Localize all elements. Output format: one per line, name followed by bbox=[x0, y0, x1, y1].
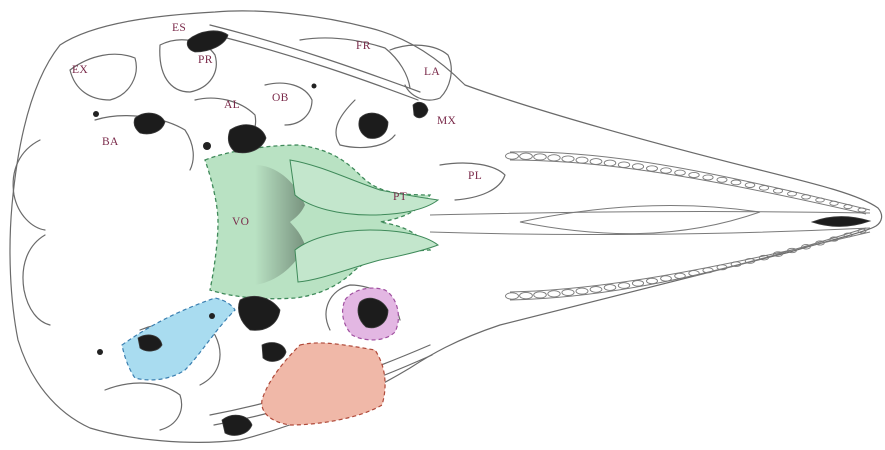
rostrum-tip-dark bbox=[812, 217, 870, 227]
foramen-lower-4 bbox=[222, 415, 252, 435]
tooth-socket bbox=[802, 195, 811, 199]
tooth-socket bbox=[604, 285, 616, 291]
tooth-socket bbox=[534, 292, 547, 298]
tooth-socket bbox=[759, 186, 768, 191]
tooth-socket bbox=[562, 156, 574, 162]
label-ex: EX bbox=[72, 64, 88, 76]
tooth-socket bbox=[618, 162, 629, 168]
label-ba: BA bbox=[102, 136, 119, 148]
tooth-socket bbox=[858, 208, 866, 212]
tooth-socket bbox=[689, 172, 699, 177]
tooth-socket bbox=[590, 287, 602, 293]
tooth-socket bbox=[548, 155, 560, 161]
lower-tooth-sockets bbox=[506, 229, 867, 299]
lower-tooth-row bbox=[510, 228, 870, 300]
foramen-ba bbox=[134, 113, 165, 134]
tooth-socket bbox=[604, 160, 616, 166]
orbitosphenoid-outline bbox=[265, 83, 312, 125]
label-es: ES bbox=[172, 22, 186, 34]
label-pr: PR bbox=[198, 54, 213, 66]
rostrum-midline-upper bbox=[430, 212, 870, 215]
label-la: LA bbox=[424, 66, 440, 78]
foramen-dot-1 bbox=[93, 111, 99, 117]
tooth-socket bbox=[562, 290, 574, 296]
label-fr: FR bbox=[356, 40, 371, 52]
frontal-region bbox=[300, 38, 410, 88]
tooth-socket bbox=[618, 283, 629, 289]
tooth-socket bbox=[830, 201, 838, 205]
foramen-lower-3 bbox=[262, 343, 286, 362]
tooth-socket bbox=[506, 153, 519, 159]
tooth-socket bbox=[534, 154, 547, 160]
foramen-lower-1 bbox=[238, 296, 280, 330]
label-pt: PT bbox=[393, 191, 407, 203]
tooth-socket bbox=[548, 291, 560, 297]
tooth-socket bbox=[844, 205, 852, 209]
tooth-socket bbox=[745, 183, 755, 188]
tooth-socket bbox=[632, 164, 643, 170]
foramen-es bbox=[187, 31, 228, 52]
condyle-upper bbox=[13, 140, 45, 230]
foramen-lacrimal bbox=[413, 102, 428, 117]
label-pl: PL bbox=[468, 170, 482, 182]
tooth-socket bbox=[576, 157, 588, 163]
tooth-socket bbox=[675, 273, 686, 278]
tooth-socket bbox=[675, 170, 686, 175]
tooth-socket bbox=[788, 192, 797, 196]
tooth-socket bbox=[661, 168, 672, 173]
foramen-orbit bbox=[359, 113, 388, 138]
tooth-socket bbox=[773, 189, 782, 194]
foramen-dot-5 bbox=[209, 313, 215, 319]
tooth-socket bbox=[717, 177, 727, 182]
tooth-socket bbox=[590, 159, 602, 165]
tooth-socket bbox=[661, 276, 672, 281]
tooth-socket bbox=[647, 278, 658, 283]
tooth-socket bbox=[520, 153, 533, 159]
foramen-dot-4 bbox=[97, 349, 103, 355]
label-vo: VO bbox=[232, 216, 249, 228]
tooth-socket bbox=[816, 198, 825, 202]
tooth-socket bbox=[576, 288, 588, 294]
label-al: AL bbox=[224, 99, 240, 111]
tooth-socket bbox=[632, 281, 643, 287]
condyle-lower bbox=[23, 235, 50, 325]
tooth-socket bbox=[647, 166, 658, 171]
lower-lobe-outline-2 bbox=[105, 383, 182, 430]
label-ob: OB bbox=[272, 92, 289, 104]
tooth-socket bbox=[703, 175, 713, 180]
tooth-socket bbox=[520, 292, 533, 298]
tooth-socket bbox=[731, 180, 741, 185]
lacrimal-bone bbox=[390, 45, 451, 100]
supraorbital-bar bbox=[210, 25, 420, 100]
exoccipital-lobe bbox=[70, 54, 136, 100]
tooth-socket bbox=[506, 293, 519, 299]
foramen-dot-2 bbox=[203, 142, 211, 150]
foramen-dot-3 bbox=[312, 84, 317, 89]
label-mx: MX bbox=[437, 115, 456, 127]
rostrum-mid-ridge bbox=[520, 205, 760, 233]
